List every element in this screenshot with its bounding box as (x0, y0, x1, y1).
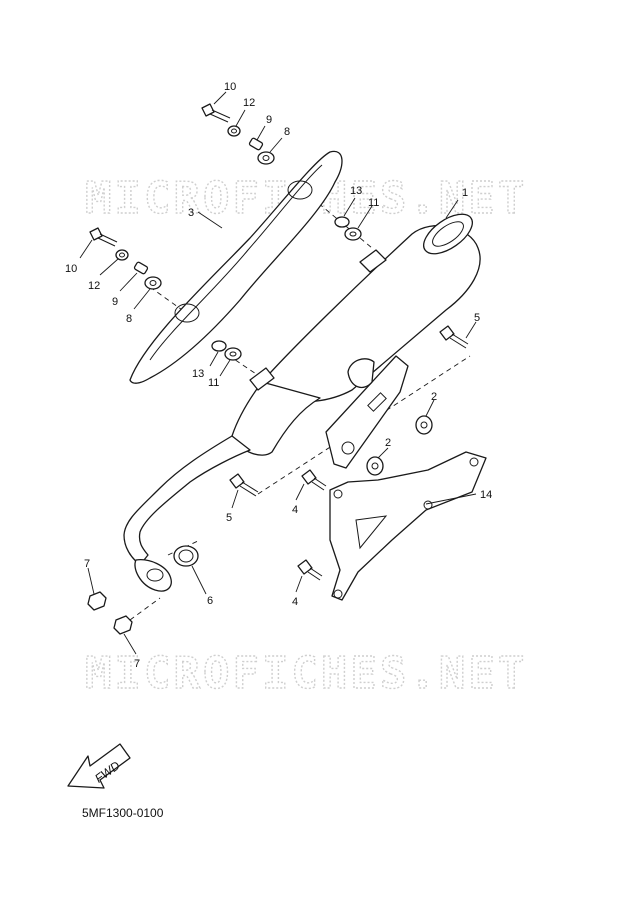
heat-shield-mount-tab-lower (249, 367, 275, 391)
collar-9-upper (248, 137, 264, 151)
grommet-8-lower (144, 276, 162, 290)
callout-5-lower: 5 (226, 512, 232, 524)
washer-11-lower (224, 347, 242, 361)
bolt-4-upper (301, 469, 327, 491)
callout-5-upper: 5 (474, 312, 480, 324)
mounting-bracket (329, 451, 487, 601)
collar-2-upper (415, 415, 433, 435)
gasket-6 (173, 545, 199, 567)
callout-11-lower: 11 (208, 377, 219, 389)
callout-12-lower: 12 (88, 280, 100, 292)
callout-9-lower: 9 (112, 296, 118, 308)
callout-6: 6 (207, 595, 213, 607)
muffler-cone (231, 381, 321, 456)
washer-13-lower (211, 340, 227, 352)
callout-2-upper: 2 (431, 391, 437, 403)
collar-9-lower (133, 261, 149, 275)
callout-numbers: 1 2 2 3 4 4 5 5 6 7 7 8 8 9 9 10 10 11 1… (65, 81, 492, 670)
muffler-assembly (123, 213, 481, 592)
bolt-5-lower (229, 473, 259, 497)
callout-14: 14 (480, 489, 492, 501)
bolt-10-upper (201, 103, 231, 123)
watermark-bottom: MICROFICHES.NET (85, 648, 527, 699)
exhaust-pipe (123, 435, 251, 566)
callout-12-upper: 12 (243, 97, 255, 109)
callout-11-upper: 11 (368, 197, 379, 209)
callout-13-upper: 13 (350, 185, 362, 197)
nut-7-lower (113, 615, 133, 635)
callout-9-upper: 9 (266, 114, 272, 126)
bolt-5-upper (439, 325, 469, 349)
muffler-body (261, 225, 481, 403)
muffler-end-cap (423, 213, 473, 255)
muffler-bracket-plate (325, 355, 409, 469)
callout-8-upper: 8 (284, 126, 290, 138)
muffler-hanger-boss (347, 358, 375, 389)
collar-2-lower (366, 456, 384, 476)
callout-10-lower: 10 (65, 263, 77, 275)
heat-shield (129, 150, 343, 384)
callout-10-upper: 10 (224, 81, 236, 93)
diagram-code: 5MF1300-0100 (82, 806, 164, 820)
nut-7-upper (87, 591, 107, 611)
callout-3: 3 (188, 207, 194, 219)
callout-13-lower: 13 (192, 368, 204, 380)
heat-shield-mount-tab-upper (359, 249, 387, 273)
grommet-8-upper (257, 151, 275, 165)
callout-8-lower: 8 (126, 313, 132, 325)
bolt-4-lower (297, 559, 323, 581)
bolt-10-lower (89, 227, 118, 247)
callout-2-lower: 2 (385, 437, 391, 449)
washer-11-upper (344, 227, 362, 241)
callout-1: 1 (462, 187, 468, 199)
fwd-arrow-icon (67, 743, 131, 789)
washer-12-lower (115, 249, 129, 261)
fasteners (87, 103, 469, 635)
washer-12-upper (227, 125, 241, 137)
leader-lines (79, 91, 477, 655)
washer-13-upper (334, 216, 350, 228)
callout-7-lower: 7 (134, 658, 140, 670)
forward-direction-arrow: FWD (67, 743, 131, 789)
callout-4-lower: 4 (292, 596, 298, 608)
callout-7-upper: 7 (84, 558, 90, 570)
exhaust-flange (134, 559, 172, 592)
callout-4-upper: 4 (292, 504, 298, 516)
